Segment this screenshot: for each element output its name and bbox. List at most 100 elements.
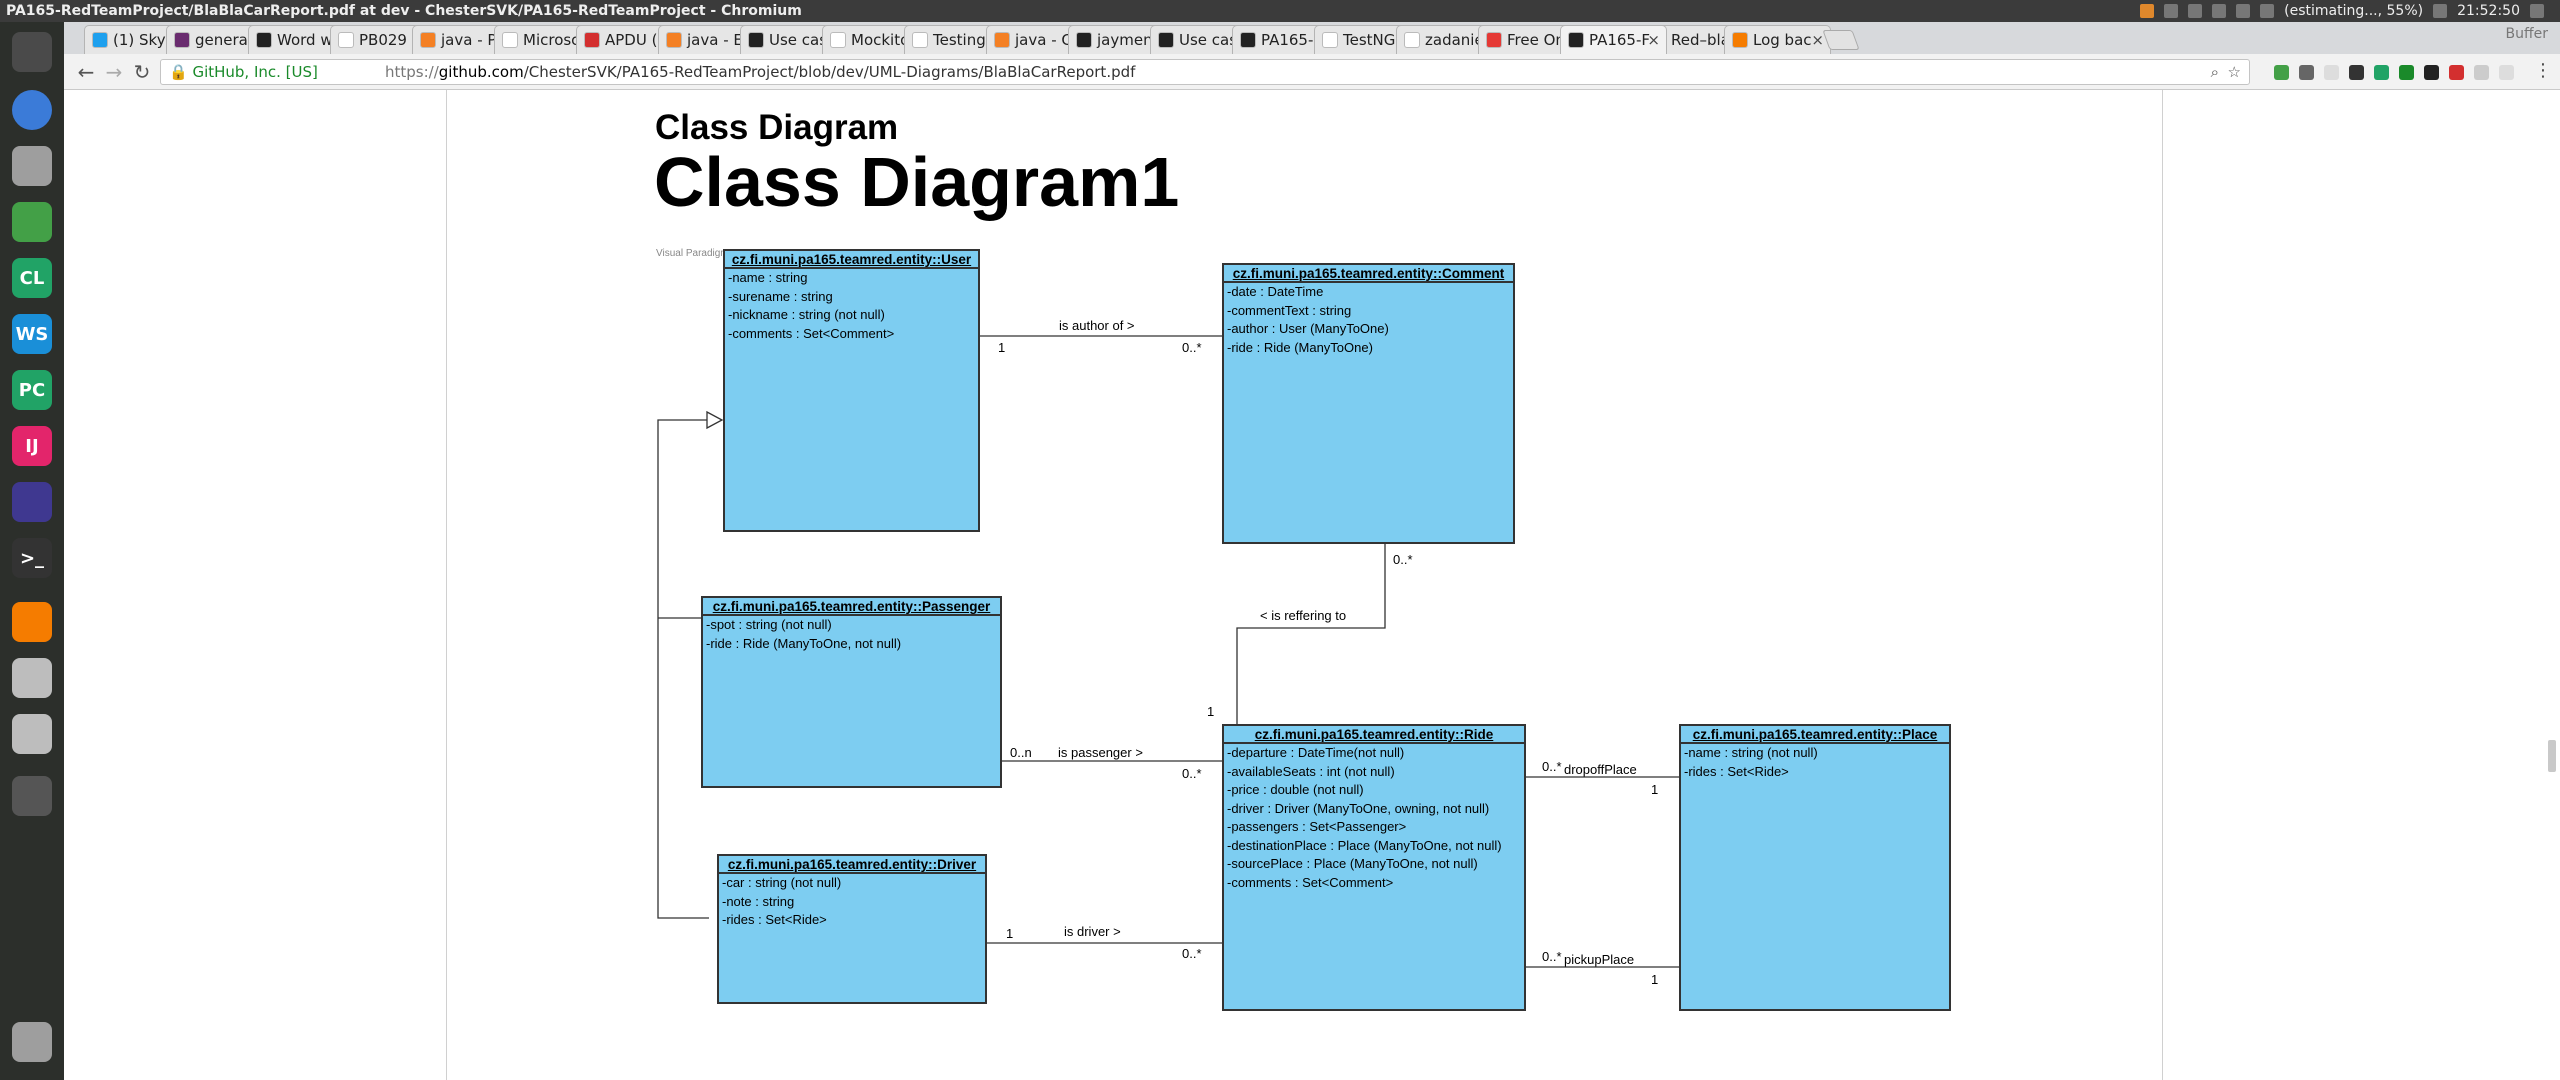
- ubuntu-icon[interactable]: [12, 32, 52, 72]
- network-tray-icon[interactable]: [2236, 4, 2251, 18]
- drive-icon[interactable]: [12, 658, 52, 698]
- back-button[interactable]: ←: [77, 60, 95, 84]
- tab-close-icon[interactable]: ×: [1647, 31, 1660, 49]
- extension-disabled-icon[interactable]: [2499, 65, 2514, 80]
- class-attribute: -date : DateTime: [1227, 284, 1324, 299]
- tab-label: jaymen: [1097, 31, 1153, 49]
- extension-mail-icon[interactable]: [2299, 65, 2314, 80]
- pickup-association-label: pickupPlace: [1564, 952, 1635, 967]
- class-attribute: -author : User (ManyToOne): [1227, 321, 1389, 336]
- generalization-arrowhead: [706, 410, 724, 430]
- tab-favicon-icon: [1322, 32, 1338, 48]
- dropoff-to-multiplicity: 1: [1651, 782, 1659, 797]
- tab-favicon-icon: [420, 32, 436, 48]
- referring-association-label: < is reffering to: [1260, 608, 1347, 623]
- class-attribute: -name : string (not null): [1684, 745, 1818, 760]
- diagram-heading: Class Diagram1: [654, 143, 1180, 221]
- extension-blank-icon[interactable]: [2324, 65, 2339, 80]
- files-icon[interactable]: [12, 146, 52, 186]
- chat-tray-icon[interactable]: [2188, 4, 2203, 18]
- window-title: PA165-RedTeamProject/BlaBlaCarReport.pdf…: [6, 3, 802, 19]
- menu-icon[interactable]: ⋮: [2534, 60, 2552, 81]
- address-bar[interactable]: 🔒 GitHub, Inc. [US] https://github.com/C…: [160, 59, 2250, 85]
- class-ride: cz.fi.muni.pa165.teamred.entity::Ride -d…: [1222, 724, 1526, 1011]
- tab-favicon-icon: [174, 32, 190, 48]
- tab-favicon-icon: [912, 32, 928, 48]
- tab-label: Free On: [1507, 31, 1565, 49]
- tab-20[interactable]: Log bac×: [1724, 25, 1831, 54]
- author-from-multiplicity: 1: [998, 340, 1006, 355]
- browser-window: (1) Skype×general×Word w×PB029×java - P×…: [64, 22, 2560, 1080]
- tab-label: PA165-F: [1589, 31, 1651, 49]
- tab-favicon-icon: [1732, 32, 1748, 48]
- clock[interactable]: 21:52:50: [2457, 3, 2520, 19]
- class-name: cz.fi.muni.pa165.teamred.entity::User: [725, 251, 978, 269]
- bookmark-star-icon[interactable]: ☆: [2227, 63, 2241, 81]
- vlc-icon[interactable]: [12, 602, 52, 642]
- class-attribute: -nickname : string (not null): [728, 307, 885, 322]
- tab-label: APDU (: [605, 31, 658, 49]
- tab-favicon-icon: [338, 32, 354, 48]
- tab-favicon-icon: [1240, 32, 1256, 48]
- battery-status[interactable]: (estimating..., 55%): [2284, 3, 2424, 19]
- atom-icon[interactable]: [12, 202, 52, 242]
- class-name: cz.fi.muni.pa165.teamred.entity::Driver: [719, 856, 985, 874]
- url-text[interactable]: https://github.com/ChesterSVK/PA165-RedT…: [385, 63, 1136, 81]
- class-attribute: -ride : Ride (ManyToOne, not null): [706, 635, 902, 651]
- pdf-viewer[interactable]: Class Diagram Class Diagram1 Visual Para…: [64, 90, 2560, 1080]
- new-tab-button[interactable]: [1822, 30, 1860, 50]
- adblock-icon[interactable]: [2449, 65, 2464, 80]
- browser-toolbar: ← → ↻ 🔒 GitHub, Inc. [US] https://github…: [64, 54, 2560, 90]
- scrollbar-thumb[interactable]: [2548, 740, 2556, 772]
- keyboard-tray-icon[interactable]: [2212, 4, 2227, 18]
- tab-label: Red–bla: [1671, 31, 1730, 49]
- visual-paradigm-watermark: Visual Paradigm: [656, 248, 729, 259]
- tab-favicon-icon: [830, 32, 846, 48]
- profile-button[interactable]: Buffer: [2505, 26, 2549, 42]
- forward-button[interactable]: →: [105, 60, 123, 84]
- tab-favicon-icon: [256, 32, 272, 48]
- passenger-association-label: is passenger >: [1058, 745, 1143, 760]
- passenger-to-multiplicity: 0..*: [1182, 766, 1202, 781]
- webstorm-icon[interactable]: WS: [12, 314, 52, 354]
- intellij-icon[interactable]: IJ: [12, 426, 52, 466]
- trash-icon[interactable]: [12, 1022, 52, 1062]
- reload-button[interactable]: ↻: [133, 60, 151, 84]
- referring-association-line: [1236, 542, 1386, 724]
- tab-favicon-icon: [1486, 32, 1502, 48]
- class-attribute: -driver : Driver (ManyToOne, owning, not…: [1227, 800, 1490, 816]
- vlc-tray-icon[interactable]: [2140, 4, 2155, 18]
- clion-icon[interactable]: CL: [12, 258, 52, 298]
- dropbox-tray-icon[interactable]: [2164, 4, 2179, 18]
- extension-store-icon[interactable]: [2424, 65, 2439, 80]
- terminal-icon[interactable]: >_: [12, 538, 52, 578]
- referring-from-multiplicity: 0..*: [1393, 552, 1413, 567]
- extension-green-icon[interactable]: [2374, 65, 2389, 80]
- volume-icon[interactable]: [2433, 4, 2448, 18]
- extension-camera-icon[interactable]: [2349, 65, 2364, 80]
- class-name: cz.fi.muni.pa165.teamred.entity::Comment: [1224, 265, 1513, 283]
- workspace-icon[interactable]: [12, 776, 52, 816]
- tab-label: java - E: [687, 31, 743, 49]
- class-place: cz.fi.muni.pa165.teamred.entity::Place -…: [1679, 724, 1951, 1011]
- tab-label: Microsc: [523, 31, 580, 49]
- zoom-icon[interactable]: ⌕: [2210, 63, 2219, 81]
- extension-gray-icon[interactable]: [2474, 65, 2489, 80]
- gear-icon[interactable]: [2530, 4, 2544, 18]
- tab-favicon-icon: [584, 32, 600, 48]
- tab-close-icon[interactable]: ×: [1811, 31, 1824, 49]
- eclipse-icon[interactable]: [12, 482, 52, 522]
- pycharm-icon[interactable]: PC: [12, 370, 52, 410]
- class-attribute: -price : double (not null): [1227, 782, 1364, 797]
- tab-strip: (1) Skype×general×Word w×PB029×java - P×…: [64, 22, 2560, 54]
- class-driver: cz.fi.muni.pa165.teamred.entity::Driver …: [717, 854, 987, 1004]
- drive2-icon[interactable]: [12, 714, 52, 754]
- secure-origin-label[interactable]: 🔒 GitHub, Inc. [US]: [169, 63, 318, 81]
- extension-grammarly-icon[interactable]: [2274, 65, 2289, 80]
- extension-check-icon[interactable]: [2399, 65, 2414, 80]
- chromium-icon[interactable]: [12, 90, 52, 130]
- battery-icon[interactable]: [2260, 4, 2275, 18]
- tab-label: Word w: [277, 31, 333, 49]
- tab-18[interactable]: PA165-F×: [1560, 25, 1667, 54]
- tab-favicon-icon: [1568, 32, 1584, 48]
